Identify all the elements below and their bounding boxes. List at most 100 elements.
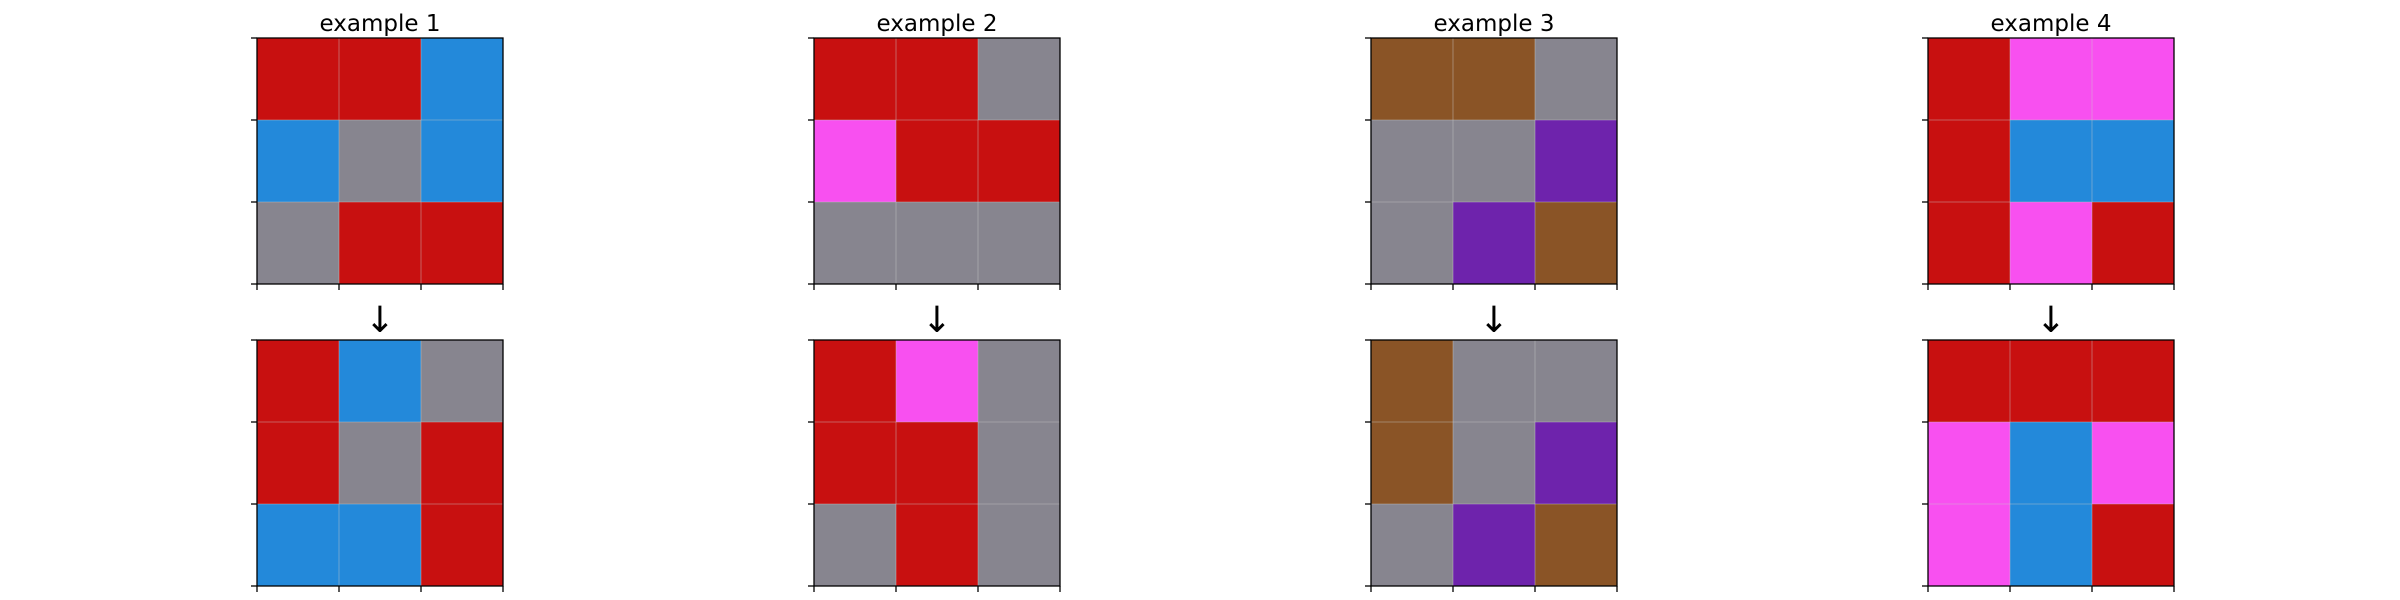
- output-grid-cell: [896, 504, 978, 586]
- input-grid-cell: [978, 38, 1060, 120]
- input-grid-cell: [1453, 38, 1535, 120]
- example-title: example 2: [877, 11, 998, 37]
- example-title: example 3: [1434, 11, 1555, 37]
- input-grid: [1922, 37, 2175, 290]
- input-grid-cell: [1928, 202, 2010, 284]
- input-grid-cell: [814, 38, 896, 120]
- output-grid-cell: [2092, 340, 2174, 422]
- input-grid-cell: [978, 120, 1060, 202]
- input-grid: [251, 37, 504, 290]
- axes-frame: [1370, 37, 1618, 285]
- output-grid-cell: [339, 422, 421, 504]
- output-grid-cell: [1453, 504, 1535, 586]
- example-panel: example 4 ↓: [1922, 11, 2175, 592]
- output-grid-cell: [896, 340, 978, 422]
- input-grid-cell: [1535, 38, 1617, 120]
- input-grid-cell: [257, 38, 339, 120]
- example-title: example 4: [1991, 11, 2112, 37]
- down-arrow-icon: ↓: [1479, 300, 1509, 341]
- output-grid-cell: [2092, 422, 2174, 504]
- output-grid-cell: [1371, 422, 1453, 504]
- input-grid-cell: [896, 120, 978, 202]
- axes-frame: [1927, 339, 2175, 587]
- input-grid-cell: [421, 38, 503, 120]
- output-grid-cell: [257, 504, 339, 586]
- input-grid-cell: [339, 38, 421, 120]
- down-arrow-icon: ↓: [2036, 300, 2066, 341]
- axes-frame: [256, 339, 504, 587]
- output-grid-cell: [257, 340, 339, 422]
- output-grid-cell: [1928, 340, 2010, 422]
- output-grid: [251, 339, 504, 592]
- output-grid-cell: [1535, 422, 1617, 504]
- input-grid-cell: [2092, 120, 2174, 202]
- axes-frame: [1927, 37, 2175, 285]
- input-grid-cell: [1453, 202, 1535, 284]
- output-grid-cell: [978, 340, 1060, 422]
- input-grid-cell: [1928, 120, 2010, 202]
- input-grid-cell: [896, 38, 978, 120]
- output-grid-cell: [814, 422, 896, 504]
- output-grid-cell: [421, 504, 503, 586]
- input-grid-cell: [1535, 120, 1617, 202]
- input-grid-cell: [2010, 202, 2092, 284]
- output-grid-cell: [1535, 504, 1617, 586]
- input-grid-cell: [2010, 38, 2092, 120]
- output-grid: [1922, 339, 2175, 592]
- output-grid-cell: [2092, 504, 2174, 586]
- output-grid-cell: [2010, 340, 2092, 422]
- input-grid-cell: [814, 202, 896, 284]
- output-grid-cell: [257, 422, 339, 504]
- output-grid-cell: [896, 422, 978, 504]
- example-panel: example 3 ↓: [1365, 11, 1618, 592]
- example-panel: example 2 ↓: [808, 11, 1061, 592]
- input-grid-cell: [2092, 38, 2174, 120]
- input-grid-cell: [1928, 38, 2010, 120]
- input-grid-cell: [1371, 38, 1453, 120]
- input-grid-cell: [339, 202, 421, 284]
- input-grid-cell: [1371, 202, 1453, 284]
- output-grid: [808, 339, 1061, 592]
- example-panels: example 1 ↓ example 2 ↓ example 3 ↓ example 4 ↓: [251, 11, 2175, 592]
- output-grid-cell: [1928, 422, 2010, 504]
- output-grid-cell: [1371, 340, 1453, 422]
- output-grid-cell: [1535, 340, 1617, 422]
- axes-frame: [813, 37, 1061, 285]
- output-grid-cell: [339, 340, 421, 422]
- output-grid-cell: [2010, 504, 2092, 586]
- input-grid: [808, 37, 1061, 290]
- down-arrow-icon: ↓: [365, 300, 395, 341]
- example-panel: example 1 ↓: [251, 11, 504, 592]
- output-grid-cell: [339, 504, 421, 586]
- input-grid-cell: [421, 120, 503, 202]
- axes-frame: [813, 339, 1061, 587]
- input-grid: [1365, 37, 1618, 290]
- output-grid-cell: [814, 340, 896, 422]
- output-grid-cell: [1453, 340, 1535, 422]
- input-grid-cell: [421, 202, 503, 284]
- axes-frame: [1370, 339, 1618, 587]
- input-grid-cell: [896, 202, 978, 284]
- output-grid-cell: [1928, 504, 2010, 586]
- example-title: example 1: [320, 11, 441, 37]
- output-grid-cell: [814, 504, 896, 586]
- output-grid-cell: [978, 422, 1060, 504]
- input-grid-cell: [257, 120, 339, 202]
- output-grid-cell: [2010, 422, 2092, 504]
- output-grid: [1365, 339, 1618, 592]
- input-grid-cell: [1453, 120, 1535, 202]
- output-grid-cell: [1453, 422, 1535, 504]
- input-grid-cell: [978, 202, 1060, 284]
- input-grid-cell: [814, 120, 896, 202]
- input-grid-cell: [257, 202, 339, 284]
- input-grid-cell: [1371, 120, 1453, 202]
- output-grid-cell: [978, 504, 1060, 586]
- axes-frame: [256, 37, 504, 285]
- output-grid-cell: [421, 422, 503, 504]
- input-grid-cell: [339, 120, 421, 202]
- input-grid-cell: [1535, 202, 1617, 284]
- down-arrow-icon: ↓: [922, 300, 952, 341]
- output-grid-cell: [1371, 504, 1453, 586]
- input-grid-cell: [2092, 202, 2174, 284]
